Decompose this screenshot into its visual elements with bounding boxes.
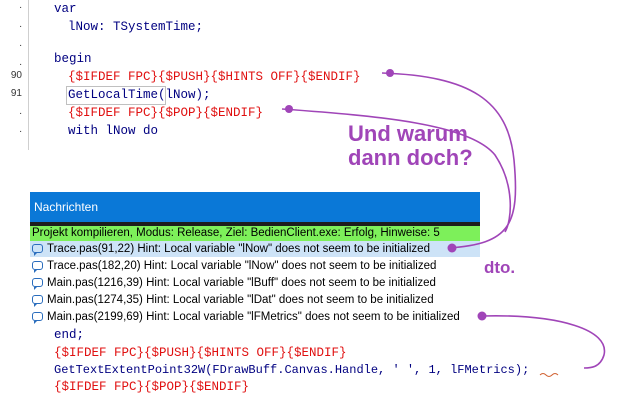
arrowhead-dot-3 [447,243,457,253]
hint-icon [32,278,43,290]
gutter-separator [28,0,29,150]
identifier-highlight [66,86,166,105]
code-line-end: end; [54,328,85,342]
messages-panel: Nachrichten Projekt kompilieren, Modus: … [30,192,480,327]
arrowhead-dot-2 [285,105,293,113]
line-number-91: 91 [10,88,22,99]
annotation-question-line2: dann doch? [348,145,473,170]
arrow-from-push-directive [381,72,517,249]
message-item[interactable]: Main.pas(1274,35) Hint: Local variable "… [30,292,480,308]
code-line-begin: begin [54,52,92,66]
arrowhead-dot-1 [386,69,394,77]
code-line-push-directive: {$IFDEF FPC}{$PUSH}{$HINTS OFF}{$ENDIF} [68,70,361,84]
code-line-pop-directive: {$IFDEF FPC}{$POP}{$ENDIF} [68,106,264,120]
hint-icon [32,261,43,273]
gutter-mark: . [19,106,22,117]
arrow-to-last-hint [481,315,606,369]
gutter-mark: . [19,0,22,11]
code-line-getlocaltime: GetLocalTime(lNow); [68,86,211,104]
code-line-push-directive-2: {$IFDEF FPC}{$PUSH}{$HINTS OFF}{$ENDIF} [54,346,347,360]
code-line-pop-directive-2: {$IFDEF FPC}{$POP}{$ENDIF} [54,380,250,394]
message-item[interactable]: Trace.pas(91,22) Hint: Local variable "l… [30,241,480,257]
arrow-from-pop-directive [281,108,512,233]
message-item[interactable]: Trace.pas(182,20) Hint: Local variable "… [30,258,480,274]
panel-separator [30,222,480,226]
code-line-var: var [54,2,77,16]
code-line-decl: lNow: TSystemTime; [68,20,204,34]
messages-panel-title: Nachrichten [30,192,480,222]
message-item[interactable]: Main.pas(1216,39) Hint: Local variable "… [30,275,480,291]
hint-icon [32,295,43,307]
call-name: GetLocalTime [68,88,159,102]
message-item[interactable]: Main.pas(2199,69) Hint: Local variable "… [30,309,480,325]
line-number-90: 90 [10,70,22,81]
code-line-with: with lNow do [68,124,159,138]
hint-icon [32,244,43,256]
arrowhead-dot-4 [477,311,487,321]
code-line-gettextextent: GetTextExtentPoint32W(FDrawBuff.Canvas.H… [54,363,530,377]
gutter-mark: . [19,38,22,49]
gutter-mark: . [19,19,22,30]
annotation-question-line1: Und warum [348,121,468,146]
annotation-dto: dto. [484,258,516,277]
gutter-mark: . [19,57,22,68]
gutter-mark: . [19,124,22,135]
call-args: (lNow); [158,88,211,102]
squiggle-underline [539,373,559,377]
build-summary[interactable]: Projekt kompilieren, Modus: Release, Zie… [30,226,480,241]
hint-icon [32,312,43,324]
annotation-question: Und warum dann doch? [348,122,473,170]
